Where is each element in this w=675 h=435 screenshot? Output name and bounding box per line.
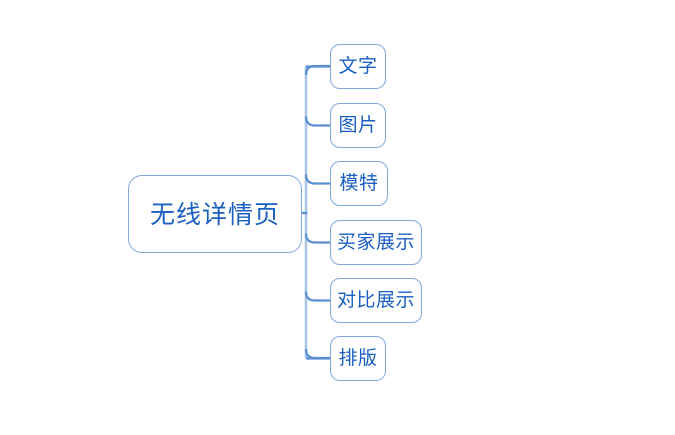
child-node-label: 模特 <box>339 172 379 194</box>
connector-segment <box>304 116 330 127</box>
child-node-mote[interactable]: 模特 <box>330 161 388 206</box>
root-node[interactable]: 无线详情页 <box>128 175 302 253</box>
child-node-wenzi[interactable]: 文字 <box>330 44 386 89</box>
child-node-maijiazhanshi[interactable]: 买家展示 <box>330 220 422 265</box>
child-node-duibizhanshi[interactable]: 对比展示 <box>330 278 422 323</box>
child-node-label: 对比展示 <box>336 289 415 311</box>
root-node-label: 无线详情页 <box>149 199 280 229</box>
connector-segment <box>304 64 330 76</box>
child-node-label: 买家展示 <box>336 231 415 253</box>
connector-segment <box>304 348 330 360</box>
connector-segment <box>304 291 330 302</box>
connector-segment <box>304 233 330 244</box>
connector-segment <box>304 174 330 185</box>
child-node-label: 排版 <box>338 347 378 369</box>
child-node-paiban[interactable]: 排版 <box>330 336 386 381</box>
child-node-label: 图片 <box>338 114 378 136</box>
child-node-label: 文字 <box>338 55 378 77</box>
child-node-tupian[interactable]: 图片 <box>330 103 386 148</box>
